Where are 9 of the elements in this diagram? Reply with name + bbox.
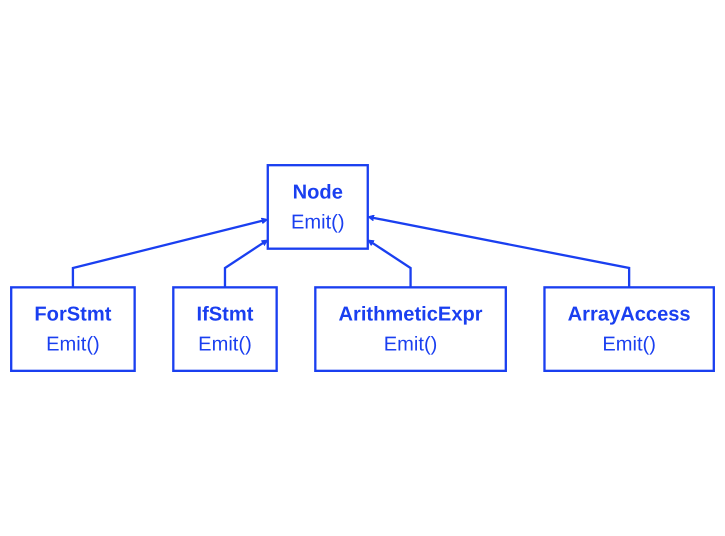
node-box: IfStmt Emit() <box>172 286 278 372</box>
arrow <box>367 240 412 288</box>
arrow <box>224 240 268 288</box>
arrow <box>72 218 268 288</box>
arrow <box>367 214 630 288</box>
node-box: Node Emit() <box>266 164 369 250</box>
node-box: ArithmeticExpr Emit() <box>314 286 507 372</box>
node-box: ArrayAccess Emit() <box>543 286 715 372</box>
node-box: ForStmt Emit() <box>10 286 136 372</box>
